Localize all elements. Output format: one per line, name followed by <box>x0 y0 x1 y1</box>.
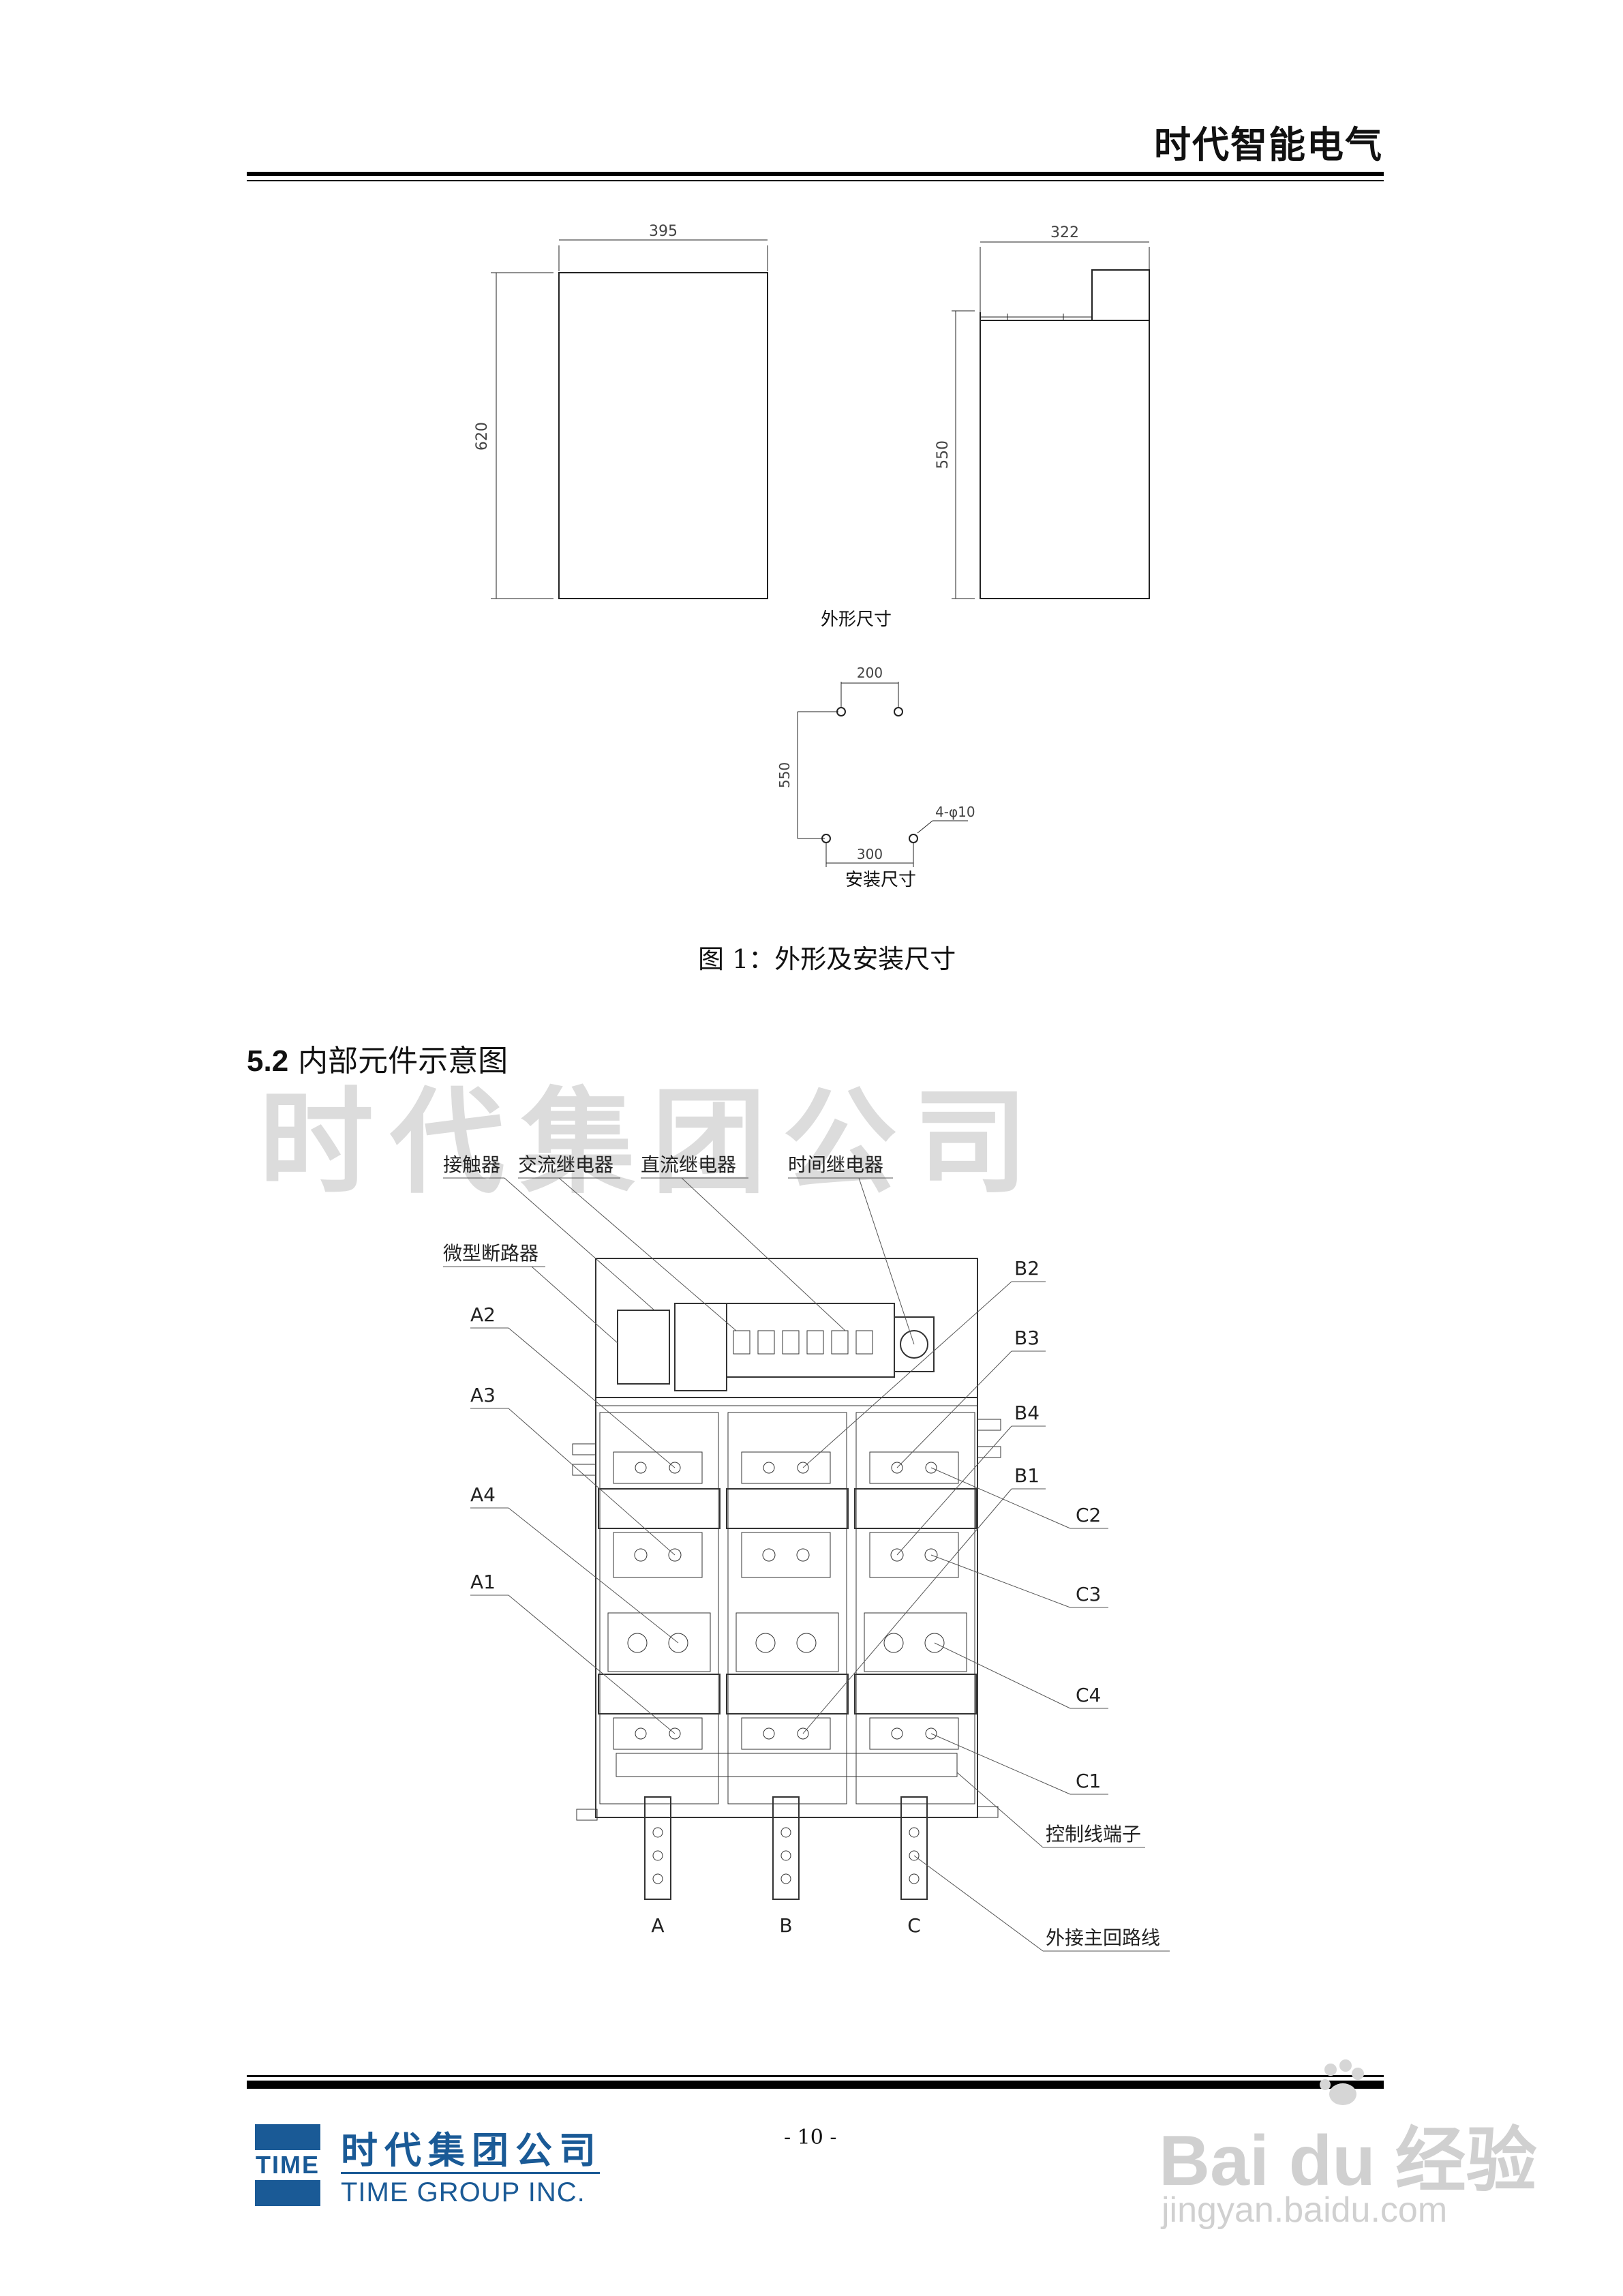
mount-caption: 安装尺寸 <box>845 870 917 890</box>
front-width-dim: 395 <box>649 223 678 240</box>
label-c1: C1 <box>1076 1770 1101 1792</box>
label-contactor: 接触器 <box>443 1153 500 1176</box>
label-c2: C2 <box>1076 1504 1101 1526</box>
logo-mark-text: TIME <box>247 2150 329 2180</box>
baidu-paw-icon <box>1316 2057 1370 2112</box>
footer-rule-thin <box>247 2075 1384 2077</box>
logo-divider <box>341 2172 600 2174</box>
label-phase-c: C <box>907 1914 921 1937</box>
busbar-c <box>900 1796 928 1900</box>
header-rule-thin <box>247 180 1384 181</box>
front-height-dim: 620 <box>474 422 491 451</box>
header-brand: 时代智能电气 <box>1154 123 1383 166</box>
label-b3: B3 <box>1014 1327 1040 1349</box>
company-name-en: TIME GROUP INC. <box>341 2177 586 2207</box>
mount-height-dim: 550 <box>776 762 793 788</box>
label-a2: A2 <box>470 1303 496 1326</box>
label-a3: A3 <box>470 1384 496 1406</box>
figure1-drawing: 395 620 322 550 200 300 550 4-φ10 <box>474 223 1150 867</box>
figure1-caption: 图 1：外形及安装尺寸 <box>698 944 956 974</box>
label-c4: C4 <box>1076 1684 1101 1706</box>
page-number: - 10 - <box>784 2126 837 2149</box>
label-b1: B1 <box>1014 1464 1040 1487</box>
label-a1: A1 <box>470 1571 496 1593</box>
company-logo: TIME <box>247 2124 329 2206</box>
label-a4: A4 <box>470 1483 496 1506</box>
figure2-diagram: 接触器 交流继电器 直流继电器 时间继电器 微型断路器 A2 A3 A4 A1 … <box>443 1153 1170 1952</box>
mount-top-dim: 200 <box>857 665 883 681</box>
side-view-outline <box>980 320 1150 599</box>
label-b4: B4 <box>1014 1402 1040 1424</box>
label-main-line: 外接主回路线 <box>1046 1927 1160 1949</box>
side-width-dim: 322 <box>1050 224 1079 241</box>
label-c3: C3 <box>1076 1583 1101 1605</box>
baidu-url: jingyan.baidu.com <box>1162 2190 1448 2230</box>
side-height-dim: 550 <box>935 440 952 469</box>
company-watermark: 时代集团公司 <box>259 1076 1044 1209</box>
cabinet-outline <box>595 1258 978 1818</box>
label-ac-relay: 交流继电器 <box>518 1153 613 1176</box>
label-mcb: 微型断路器 <box>443 1242 539 1265</box>
label-b2: B2 <box>1014 1257 1040 1280</box>
footer-rule-thick <box>247 2081 1384 2089</box>
section-number: 5.2 <box>247 1044 289 1078</box>
busbar-b <box>772 1796 800 1900</box>
label-terminal: 控制线端子 <box>1046 1823 1141 1845</box>
label-phase-b: B <box>779 1914 792 1937</box>
mount-bottom-dim: 300 <box>857 846 883 862</box>
header-rule-thick <box>247 172 1384 176</box>
section-title: 内部元件示意图 <box>298 1044 509 1078</box>
company-name-cn: 时代集团公司 <box>341 2129 603 2172</box>
mount-hole-dim: 4-φ10 <box>935 804 975 820</box>
outline-caption: 外形尺寸 <box>821 609 892 630</box>
label-phase-a: A <box>651 1914 664 1937</box>
section-heading: 5.2 内部元件示意图 <box>247 1036 508 1080</box>
baidu-watermark: Bai du 经验 <box>1159 2121 1537 2201</box>
control-terminal-strip <box>616 1753 958 1777</box>
label-dc-relay: 直流继电器 <box>641 1153 736 1176</box>
label-time-relay: 时间继电器 <box>788 1153 883 1176</box>
front-view-outline <box>558 272 768 599</box>
busbar-a <box>644 1796 671 1900</box>
